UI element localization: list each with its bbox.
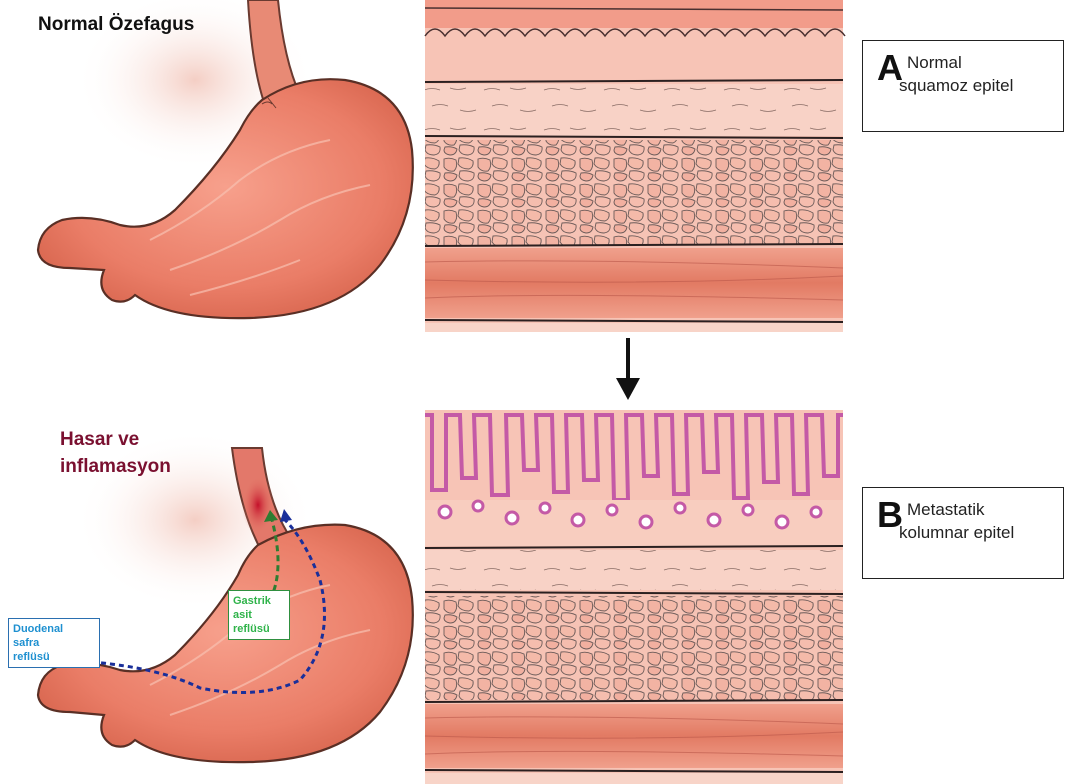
panel-a-label: A Normal squamoz epitel: [862, 40, 1064, 132]
tissue-panel-normal: [425, 0, 845, 332]
panel-b-label: B Metastatik kolumnar epitel: [862, 487, 1064, 579]
tissue-panel-metaplastic: [425, 410, 843, 784]
normal-stomach: [38, 0, 413, 318]
panel-a-line1: Normal: [907, 51, 1063, 74]
panel-b-line1: Metastatik: [907, 498, 1063, 521]
panel-a-caption: Normal squamoz epitel: [907, 51, 1063, 97]
panel-b-line2: kolumnar epitel: [899, 521, 1063, 544]
panel-a-line2: squamoz epitel: [899, 74, 1063, 97]
duodenal-bile-reflux-label: Duodenal safra reflüsü: [8, 618, 100, 668]
panel-b-caption: Metastatik kolumnar epitel: [907, 498, 1063, 544]
damage-inflammation-title: Hasar ve inflamasyon: [60, 426, 171, 480]
transition-arrow: [616, 338, 640, 400]
normal-esophagus-title: Normal Özefagus: [38, 14, 194, 36]
gastric-acid-reflux-label: Gastrik asit reflüsü: [228, 590, 290, 640]
